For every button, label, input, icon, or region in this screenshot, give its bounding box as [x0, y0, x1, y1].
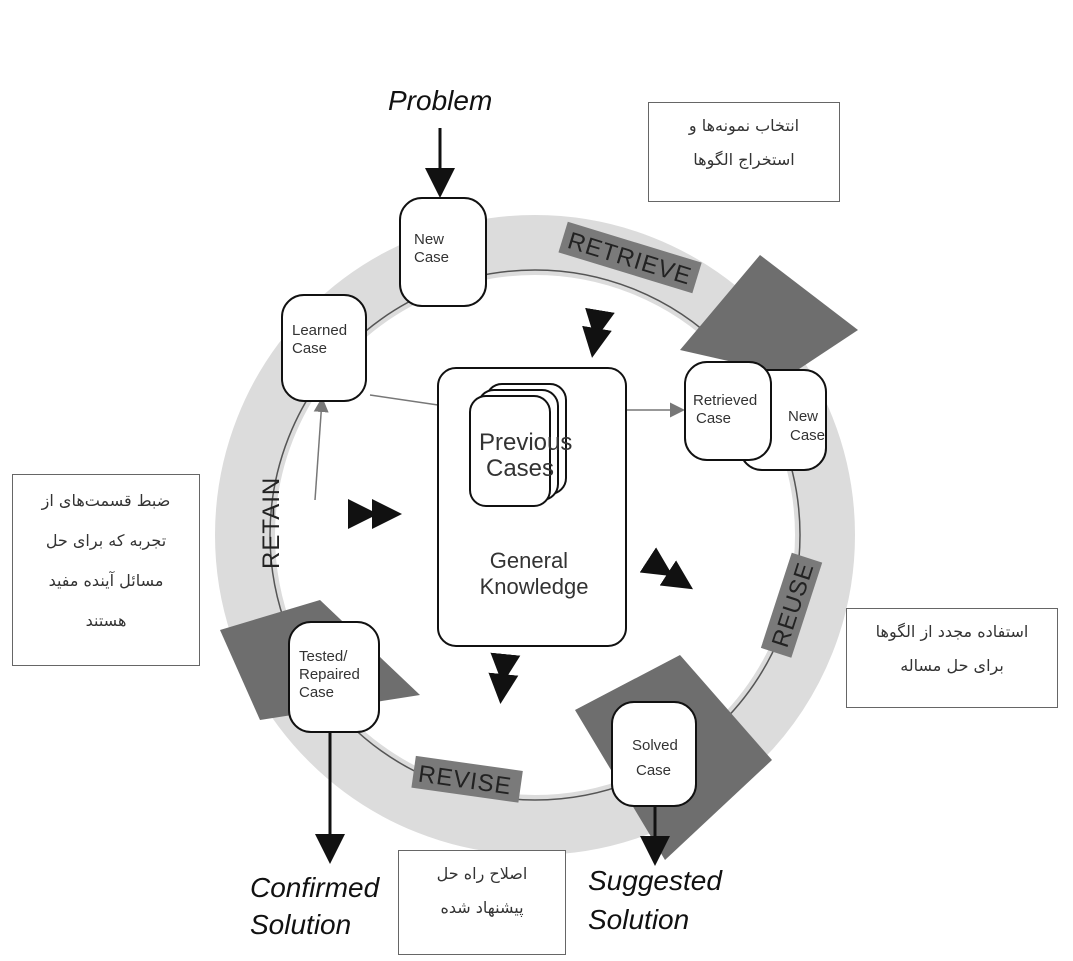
new-case-node: [399, 197, 487, 307]
inner-cycle-line: [269, 269, 801, 801]
svg-text:New Case: New Case: [788, 408, 825, 444]
retain-label: RETAIN: [258, 477, 285, 569]
suggested-solution-line1: Suggested: [588, 865, 723, 896]
learned-case-node: [281, 294, 367, 402]
svg-text:Previous Cases: Previous Cases: [479, 429, 579, 482]
general-knowledge-line1: General: [490, 548, 568, 573]
tested-case-node: [288, 621, 380, 733]
double-arrow-bottom: [488, 652, 521, 704]
retrieved-case-node: [684, 361, 772, 461]
retrieve-note: انتخاب نمونه‌ها و استخراج الگوها: [648, 102, 840, 202]
svg-text:Learned Case: Learned Case: [292, 322, 351, 357]
svg-text:New Case: New Case: [414, 231, 449, 266]
outer-ring: [215, 215, 855, 855]
general-knowledge-line2: Knowledge: [480, 574, 589, 599]
svg-text:Tested/ Repaired Case: Tested/ Repaired Case: [299, 648, 364, 701]
retain-note: ضبط قسمت‌های از تجربه که برای حل مسائل آ…: [12, 474, 200, 666]
reuse-note: استفاده مجدد از الگوها برای حل مساله: [846, 608, 1058, 708]
retain-to-learned-line: [313, 397, 329, 501]
problem-label: Problem: [388, 85, 492, 116]
double-arrow-top: [582, 307, 615, 358]
revise-note: اصلاح راه حل پیشنهاد شده: [398, 850, 566, 955]
double-arrow-right: [639, 547, 694, 590]
case-stack-1: [469, 395, 551, 507]
svg-text:Retrieved Case: Retrieved Case: [693, 392, 761, 427]
svg-text:Confirmed Solution: Confirmed Solution: [250, 872, 387, 940]
svg-text:Solved Case: Solved Case: [632, 737, 682, 779]
suggested-solution-line2: Solution: [588, 904, 689, 935]
svg-text:Suggested Solution: Suggested Solution: [588, 865, 730, 935]
retrieve-label-bg: [558, 221, 702, 294]
solved-case-node: [611, 701, 697, 807]
svg-text:General Knowledge: General Knowledge: [480, 548, 589, 599]
revise-label-bg: [411, 755, 523, 803]
reuse-label-bg: [760, 552, 823, 658]
confirmed-solution-line2: Solution: [250, 909, 351, 940]
previous-cases-line1: Previous: [479, 429, 572, 456]
retrieve-arrow-head: [680, 255, 858, 375]
previous-cases-line2: Cases: [486, 455, 554, 482]
confirmed-solution-line1: Confirmed: [250, 872, 381, 903]
